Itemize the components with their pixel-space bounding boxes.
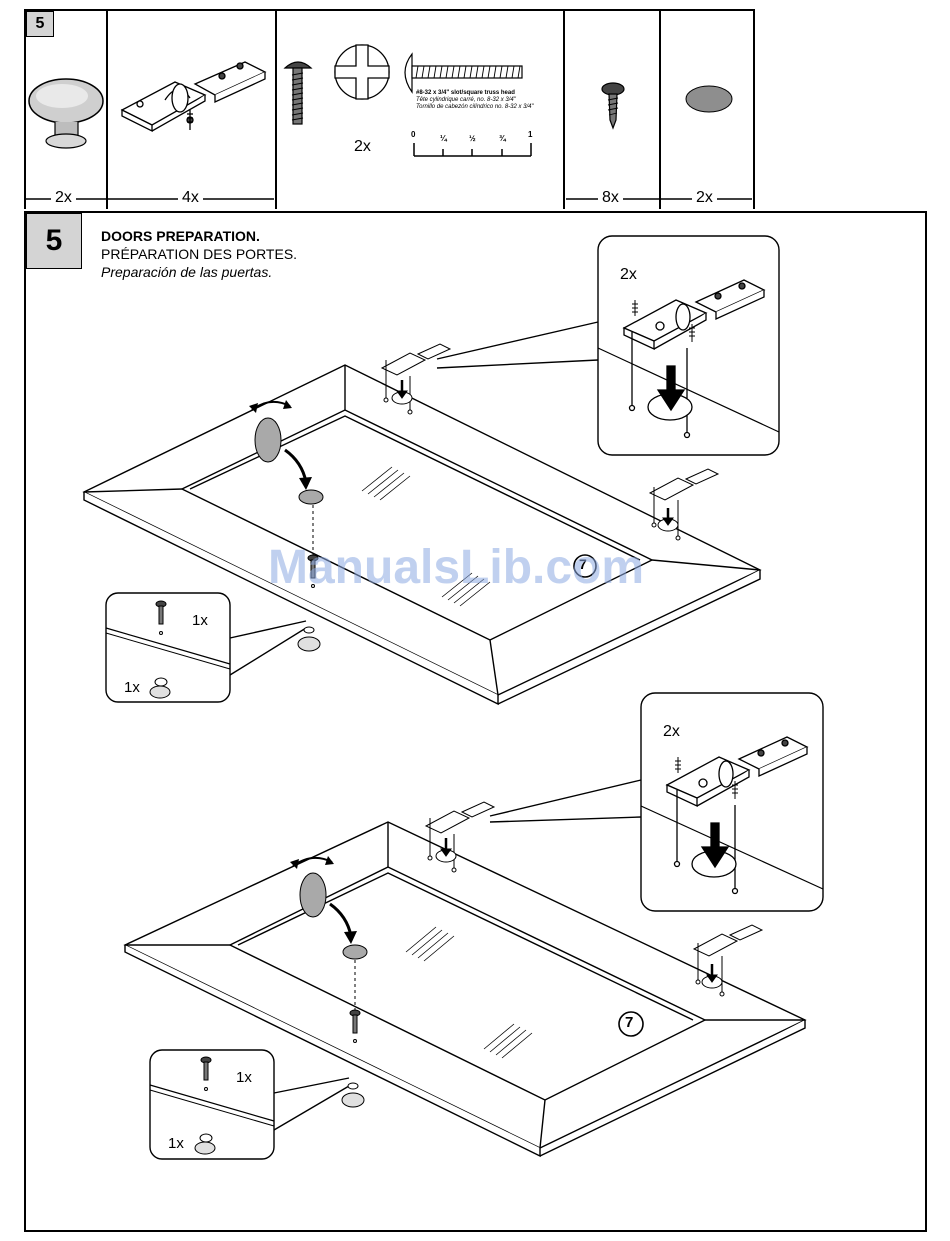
truss-screw-lifesize-icon xyxy=(405,54,522,92)
knob-screw-qty: 1x xyxy=(236,1069,252,1086)
spec-line-fr: Tête cylindrique carré, no. 8-32 x 3/4" xyxy=(416,97,534,104)
knob-qty: 2x xyxy=(51,189,76,207)
watermark: ManualsLib.com xyxy=(268,540,644,595)
spec-line-es: Tornillo de cabezón cilíndrico no. 8-32 … xyxy=(416,104,534,111)
main-panel xyxy=(24,211,927,1232)
scale-label: ¾ xyxy=(499,134,506,143)
wood-screw-icon xyxy=(602,83,624,128)
scale-label: 0 xyxy=(411,130,415,139)
scale-ruler xyxy=(414,143,531,156)
bumper-icon xyxy=(686,86,732,112)
knob-qty: 1x xyxy=(124,679,140,696)
hinge-qty: 4x xyxy=(178,189,203,207)
knob-icon xyxy=(29,79,103,148)
hinge-callout-qty: 2x xyxy=(663,723,680,741)
title-fr: PRÉPARATION DES PORTES. xyxy=(101,246,297,262)
truss-screw-spec: #8-32 x 3/4" slot/square truss head Tête… xyxy=(416,90,534,111)
wood-screw-qty: 8x xyxy=(598,189,623,207)
title-en: DOORS PREPARATION. xyxy=(101,228,260,244)
knob-qty: 1x xyxy=(168,1135,184,1152)
truss-screw-icon xyxy=(285,62,311,124)
screw-head-icon xyxy=(335,45,389,99)
scale-label: ½ xyxy=(469,134,476,143)
truss-screw-qty: 2x xyxy=(350,138,375,156)
part-id-label: 7 xyxy=(625,1014,633,1031)
spec-line-en: #8-32 x 3/4" slot/square truss head xyxy=(416,90,534,97)
step-badge: 5 xyxy=(26,213,82,269)
bumper-qty: 2x xyxy=(692,189,717,207)
scale-label: ¼ xyxy=(440,134,447,143)
title-es: Preparación de las puertas. xyxy=(101,264,272,280)
hinge-callout-qty: 2x xyxy=(620,266,637,284)
hinge-icon xyxy=(122,62,265,131)
scale-label: 1 xyxy=(528,130,532,139)
knob-screw-qty: 1x xyxy=(192,612,208,629)
